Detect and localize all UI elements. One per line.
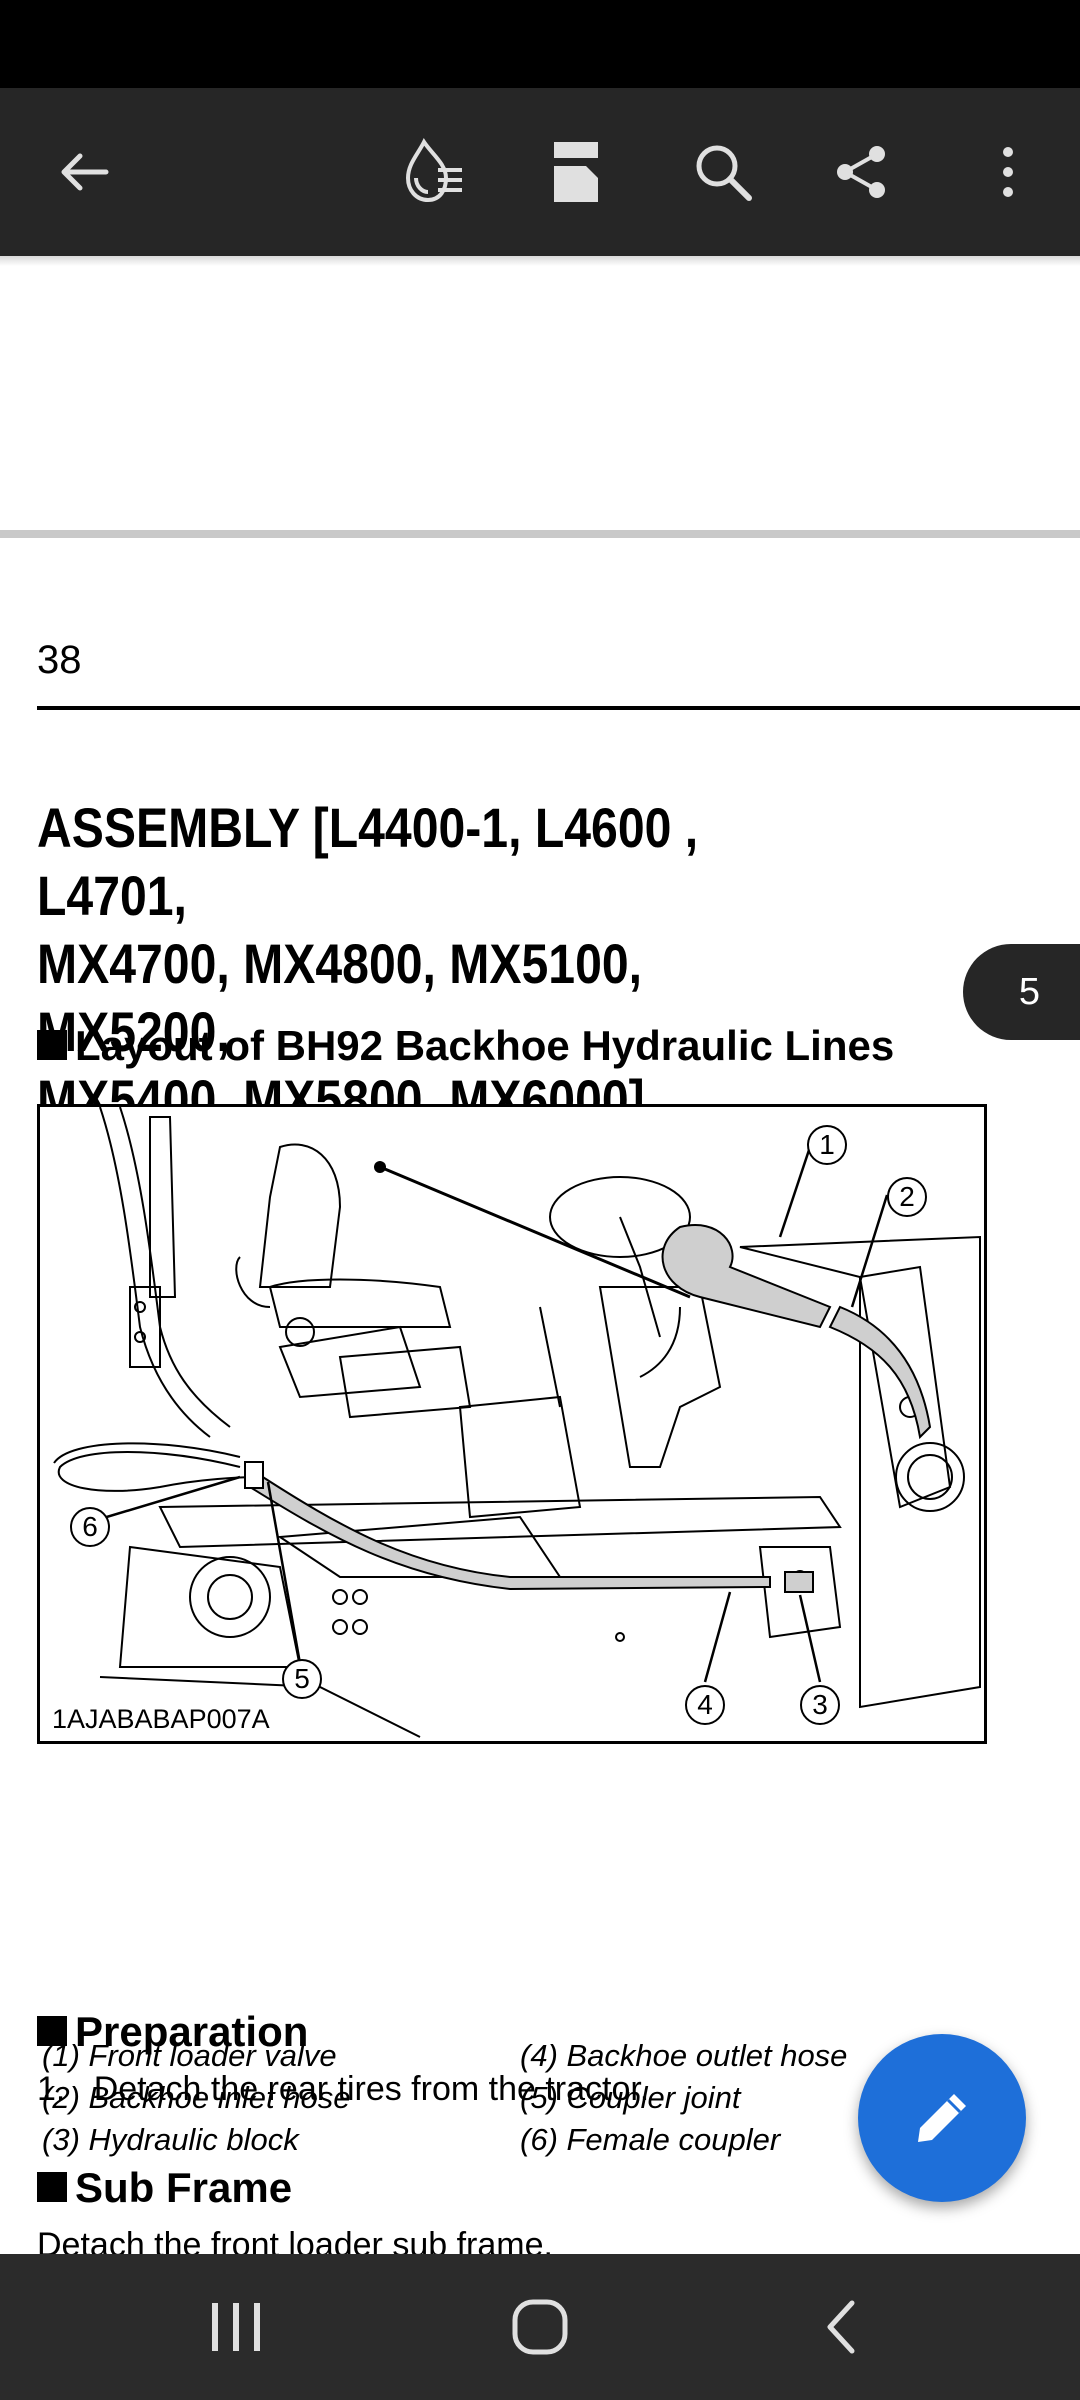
legend-item: (4) Backhoe outlet hose bbox=[520, 2038, 848, 2073]
callout-3: 3 bbox=[800, 1685, 840, 1725]
legend-item: (1) Front loader valve bbox=[42, 2038, 337, 2073]
system-navigation-bar bbox=[0, 2254, 1080, 2400]
share-icon bbox=[837, 146, 885, 198]
back-icon bbox=[827, 2300, 855, 2354]
preparation-heading: Preparation bbox=[37, 2008, 308, 2056]
callout-1: 1 bbox=[807, 1125, 847, 1165]
recent-apps-icon bbox=[212, 2303, 260, 2351]
more-options-button[interactable] bbox=[952, 116, 1064, 228]
document-viewer[interactable]: 38 ASSEMBLY [L4400-1, L4600 , L4701, MX4… bbox=[0, 266, 1080, 2254]
legend-item: (3) Hydraulic block bbox=[42, 2122, 299, 2157]
callout-2: 2 bbox=[887, 1177, 927, 1217]
title-line: MX4700, MX4800, MX5100, MX5200, bbox=[37, 932, 643, 1063]
hydraulic-layout-figure: 1 2 3 4 5 6 1AJABABAP007A bbox=[37, 1104, 987, 1744]
search-icon bbox=[696, 145, 752, 201]
preparation-step: 1. Detach the rear tires from the tracto… bbox=[37, 2070, 649, 2109]
page-layout-icon bbox=[554, 142, 598, 202]
page-separator bbox=[0, 530, 1080, 538]
page-number: 38 bbox=[37, 638, 82, 682]
app-toolbar bbox=[0, 88, 1080, 256]
heading-square-icon bbox=[37, 1030, 67, 1060]
more-options-icon bbox=[1003, 147, 1013, 197]
home-icon bbox=[512, 2299, 568, 2355]
pencil-icon bbox=[918, 2094, 966, 2142]
subframe-heading-text: Sub Frame bbox=[75, 2164, 293, 2211]
back-button[interactable] bbox=[772, 2274, 912, 2380]
page-layout-button[interactable] bbox=[520, 116, 632, 228]
layout-heading: Layout of BH92 Backhoe Hydraulic Lines bbox=[37, 1022, 894, 1070]
back-arrow-icon bbox=[61, 153, 109, 191]
legend-item: (5) Coupler joint bbox=[520, 2080, 741, 2115]
layout-heading-text: Layout of BH92 Backhoe Hydraulic Lines bbox=[75, 1022, 895, 1069]
step-text: Detach the rear tires from the tractor. bbox=[93, 2070, 650, 2108]
tractor-diagram bbox=[53, 1107, 981, 1738]
step-number: 1. bbox=[37, 2070, 66, 2108]
subframe-heading: Sub Frame bbox=[37, 2164, 292, 2212]
toolbar-shadow bbox=[0, 256, 1080, 266]
home-button[interactable] bbox=[470, 2274, 610, 2380]
edit-fab-button[interactable] bbox=[858, 2034, 1026, 2202]
section-title: ASSEMBLY [L4400-1, L4600 , L4701, MX4700… bbox=[37, 794, 794, 1134]
share-button[interactable] bbox=[805, 116, 917, 228]
reading-mode-icon bbox=[405, 138, 462, 203]
back-arrow-button[interactable] bbox=[28, 116, 140, 228]
legend-item: (6) Female coupler bbox=[520, 2122, 781, 2157]
search-button[interactable] bbox=[667, 116, 779, 228]
callout-5: 5 bbox=[282, 1659, 322, 1699]
callout-4: 4 bbox=[685, 1685, 725, 1725]
heading-square-icon bbox=[37, 2172, 67, 2202]
status-bar bbox=[0, 0, 1080, 88]
figure-code: 1AJABABAP007A bbox=[52, 1704, 270, 1734]
title-line: ASSEMBLY [L4400-1, L4600 , L4701, bbox=[37, 796, 699, 927]
callout-6: 6 bbox=[70, 1507, 110, 1547]
preparation-heading-text: Preparation bbox=[75, 2008, 309, 2055]
reading-mode-button[interactable] bbox=[378, 116, 490, 228]
legend-item: (2) Backhoe inlet hose bbox=[42, 2080, 351, 2115]
subframe-text: Detach the front loader sub frame. bbox=[37, 2226, 553, 2254]
heading-square-icon bbox=[37, 2016, 67, 2046]
recent-apps-button[interactable] bbox=[166, 2274, 306, 2380]
header-rule bbox=[37, 706, 1080, 710]
page-indicator-tab[interactable]: 5 bbox=[963, 944, 1080, 1040]
